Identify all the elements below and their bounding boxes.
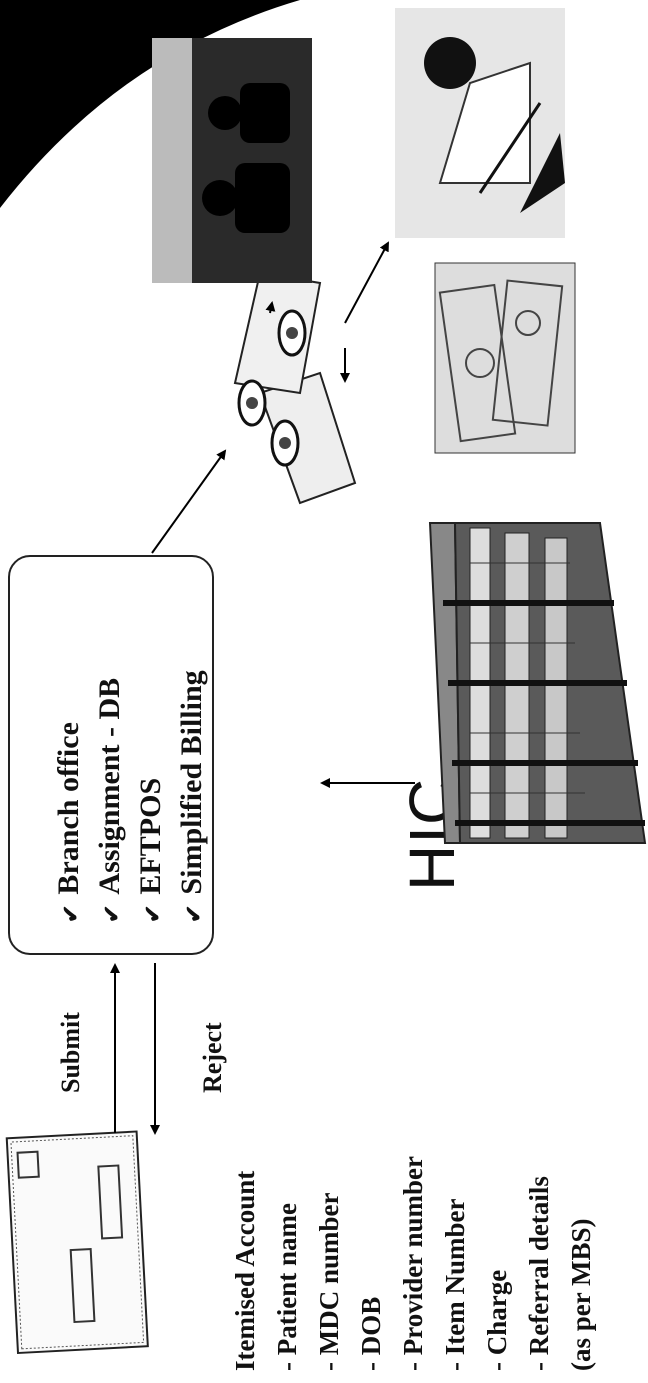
- rotated-slide-content: Itemised Account - Patient name - MDC nu…: [0, 0, 648, 1383]
- person-photo-icon: [0, 0, 648, 1383]
- slide: Itemised Account - Patient name - MDC nu…: [0, 0, 648, 1383]
